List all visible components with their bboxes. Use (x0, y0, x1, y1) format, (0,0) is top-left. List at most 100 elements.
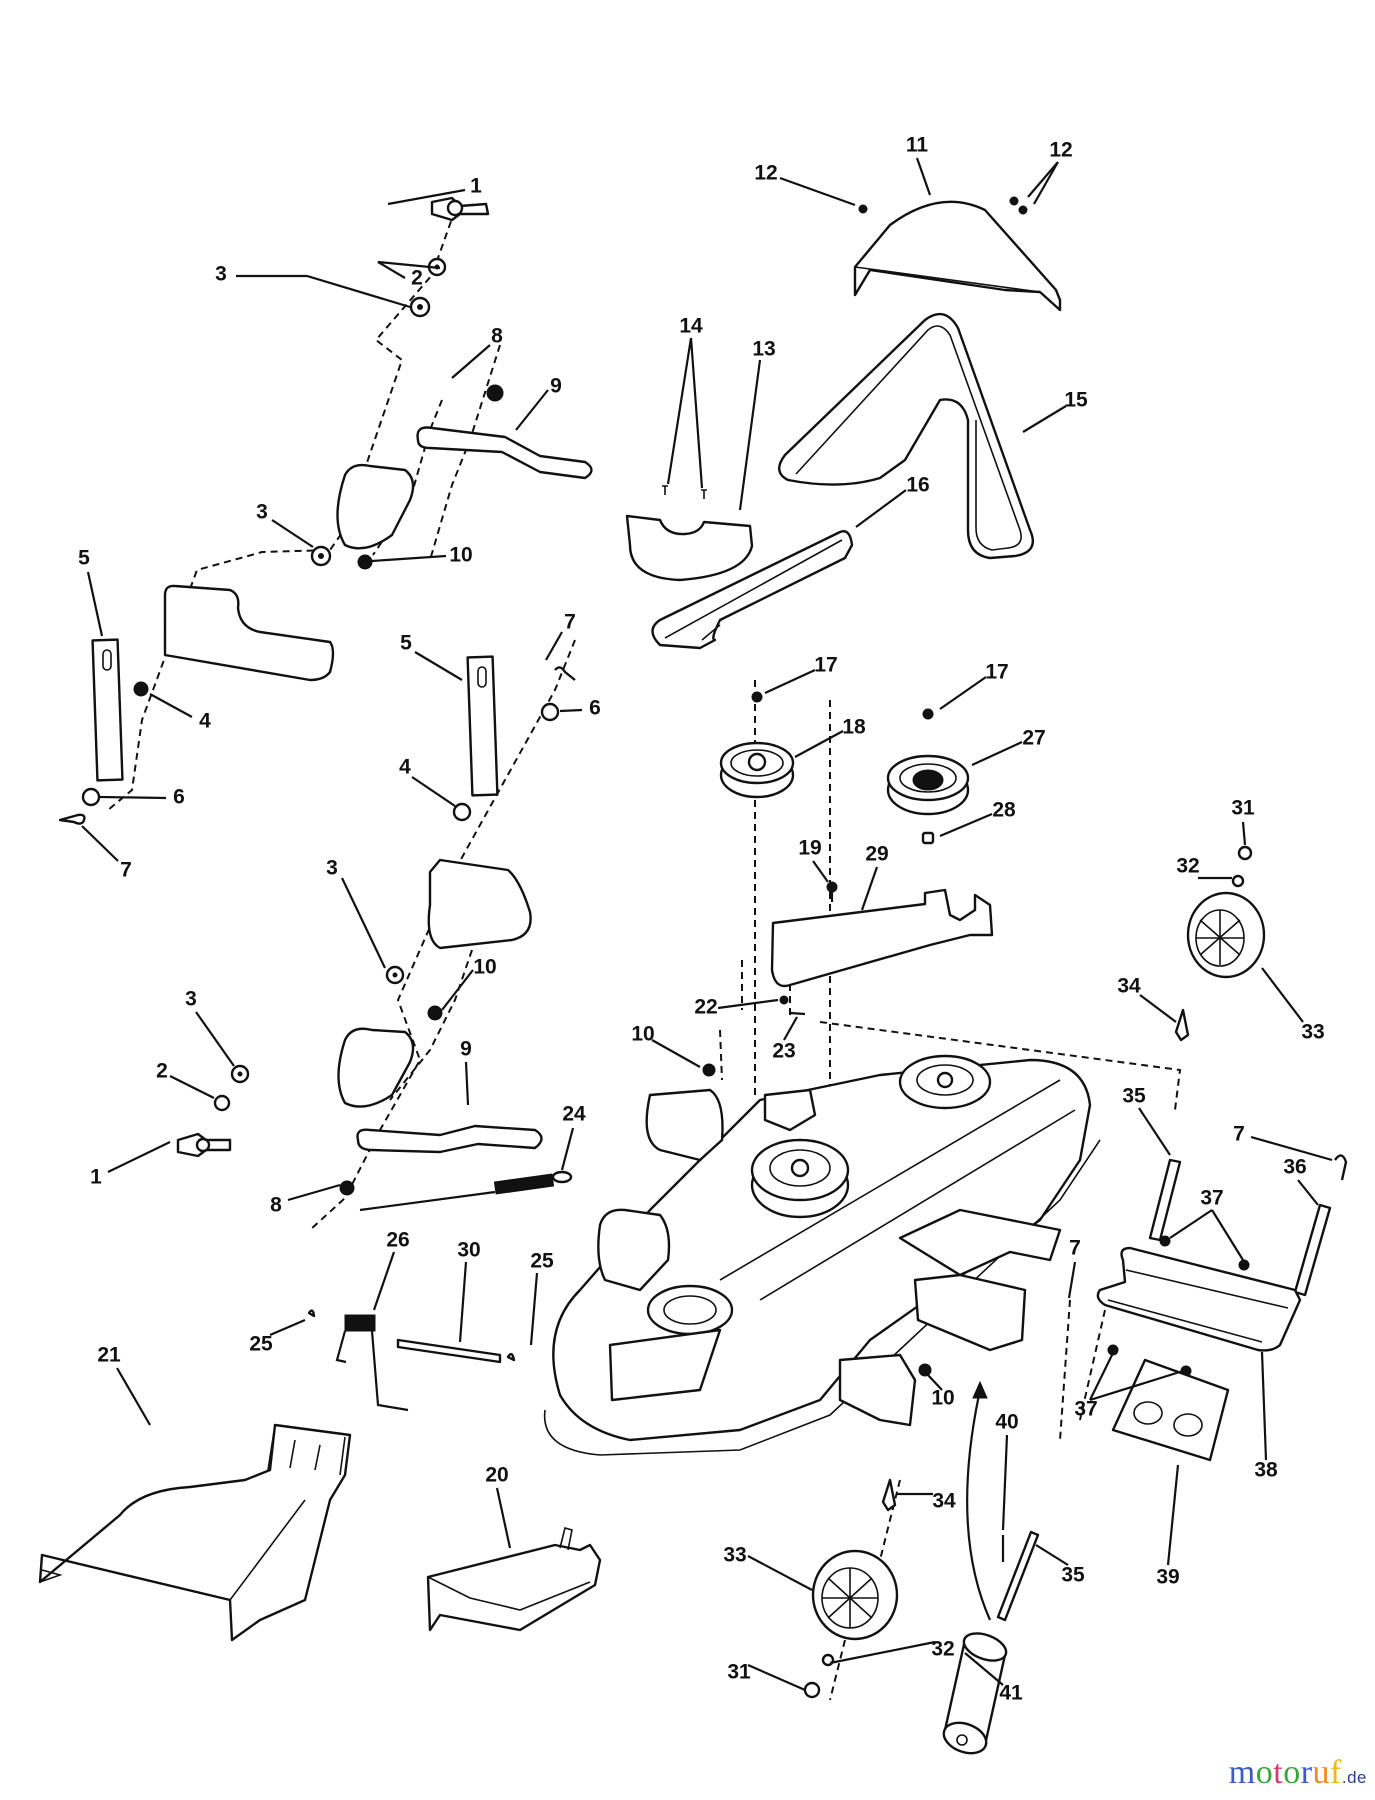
callout-31: 31 (727, 1661, 751, 1684)
callout-7: 7 (564, 611, 576, 634)
callout-40: 40 (995, 1411, 1018, 1434)
callout-34: 34 (932, 1490, 956, 1513)
callout-5: 5 (78, 547, 90, 570)
callout-3: 3 (215, 263, 227, 286)
callout-38: 38 (1254, 1459, 1278, 1482)
watermark-letter: o (1255, 1754, 1274, 1791)
callout-10: 10 (473, 956, 496, 979)
watermark-letter: o (1283, 1754, 1301, 1791)
callout-22: 22 (694, 996, 717, 1019)
deflector-part-20 (426, 1543, 602, 1632)
callout-19: 19 (798, 837, 821, 860)
deck-bracket-center (763, 1088, 817, 1132)
callout-20: 20 (485, 1464, 508, 1487)
strap-part-5b (466, 655, 499, 797)
callout-24: 24 (562, 1103, 586, 1126)
callout-2: 2 (411, 267, 423, 290)
bolt-part-19 (826, 881, 838, 902)
nut-part-10d (918, 1363, 932, 1377)
callout-12: 12 (1049, 139, 1072, 162)
strap-part-5 (91, 638, 124, 782)
callout-10: 10 (931, 1387, 954, 1410)
callout-33: 33 (723, 1544, 746, 1567)
cotter-pin-part-7c (1334, 1154, 1348, 1181)
nut-part-22 (779, 995, 789, 1005)
callout-16: 16 (906, 474, 929, 497)
callout-10: 10 (449, 544, 472, 567)
callout-1: 1 (470, 175, 482, 198)
callout-21: 21 (97, 1344, 121, 1367)
mid-bracket (427, 858, 532, 950)
deck-bracket-left-rear (645, 1088, 724, 1162)
watermark-letter: f (1330, 1754, 1342, 1791)
belt-cover-part-11 (853, 200, 1062, 312)
washer-part-3b (310, 545, 332, 567)
callout-41: 41 (999, 1682, 1023, 1705)
cotter-pin-part-7 (58, 813, 86, 825)
nut-part-10 (357, 554, 373, 570)
callout-26: 26 (386, 1229, 409, 1252)
bracket (336, 463, 415, 550)
roller-part-41 (942, 1632, 1008, 1755)
link-arm-part-9 (416, 426, 593, 480)
pulley-part-27 (886, 754, 970, 816)
nut-part-4b (452, 802, 472, 822)
lower-bracket (337, 1027, 415, 1108)
callout-labels: 1 2 3 8 9 3 10 5 4 6 7 5 7 6 4 3 10 3 2 … (78, 134, 1325, 1705)
covers-and-belts (625, 196, 1062, 650)
watermark-letter: r (1300, 1754, 1313, 1791)
clip-part-25b (307, 1309, 316, 1318)
idler-arm-part-29 (770, 888, 994, 988)
washer-part-31 (1237, 845, 1253, 861)
nut-part-17b (922, 708, 934, 720)
spring-part-24 (493, 1173, 555, 1195)
assembly-lines (107, 209, 1182, 1701)
chute-parts (38, 1309, 602, 1642)
spacer-part-28 (921, 831, 935, 845)
washer-part-31b (803, 1681, 821, 1699)
callout-1: 1 (90, 1166, 102, 1189)
watermark-letter: u (1312, 1754, 1331, 1791)
nut-part-8 (486, 384, 504, 402)
callout-7: 7 (1233, 1123, 1245, 1146)
callout-17: 17 (985, 661, 1008, 684)
callout-9: 9 (460, 1038, 472, 1061)
callout-14: 14 (679, 315, 703, 338)
callout-30: 30 (457, 1239, 480, 1262)
callout-35: 35 (1061, 1564, 1085, 1587)
screw-part-12 (858, 204, 868, 214)
callout-4: 4 (199, 710, 211, 733)
callout-3: 3 (185, 988, 197, 1011)
washer-part-2b (213, 1094, 231, 1112)
rod-part-35b (996, 1530, 1040, 1622)
callout-15: 15 (1064, 389, 1088, 412)
callout-25: 25 (249, 1333, 273, 1356)
axle-bolt-part-34b (881, 1478, 897, 1512)
anti-scalp-bracket-part-38 (1096, 1246, 1302, 1352)
callout-13: 13 (752, 338, 775, 361)
callout-8: 8 (491, 325, 503, 348)
left-linkage (58, 196, 593, 1212)
washer-part-32 (1231, 874, 1245, 888)
nut-part-10c (702, 1063, 716, 1077)
discharge-chute-part-21 (38, 1423, 352, 1642)
pin-part-23 (789, 1011, 806, 1016)
side-plate-left (163, 584, 335, 682)
wheel-part-33 (1186, 891, 1266, 979)
wing-nut-part-1 (430, 196, 490, 222)
callout-11: 11 (906, 134, 929, 157)
callout-7: 7 (120, 859, 132, 882)
callout-12: 12 (754, 162, 777, 185)
watermark-letter: t (1273, 1754, 1284, 1791)
callout-35: 35 (1122, 1085, 1146, 1108)
belt-part-15 (778, 312, 1035, 560)
front-bracket-lower (838, 1353, 917, 1427)
assembly-arrow (966, 1389, 992, 1621)
callout-31: 31 (1231, 797, 1255, 820)
washer-part-6b (540, 702, 560, 722)
callout-23: 23 (772, 1040, 795, 1063)
wing-nut-part-1b (176, 1132, 232, 1158)
clip-part-25 (506, 1352, 516, 1362)
axle-bolt-part-34 (1174, 1008, 1190, 1042)
callout-36: 36 (1283, 1156, 1306, 1179)
